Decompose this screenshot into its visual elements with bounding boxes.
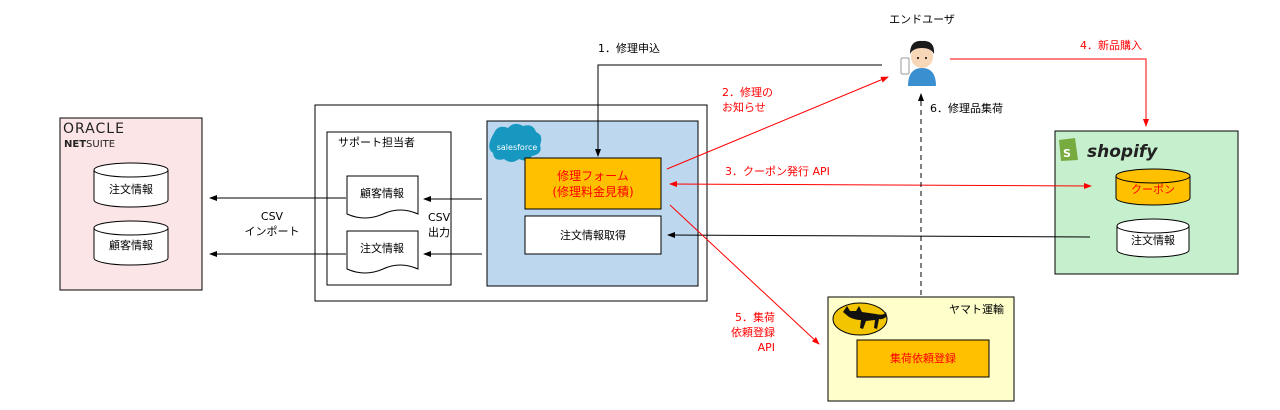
user-person-icon (900, 40, 936, 86)
arrow-step5-pickup-api (669, 204, 820, 345)
yamato-system: ヤマト運輸 集荷依頼登録 (827, 296, 1015, 402)
end-user-label: エンドユーザ (889, 13, 955, 26)
pickup-register-label: 集荷依頼登録 (890, 351, 956, 365)
support-staff-title: サポート担当者 (338, 135, 415, 149)
label-csv-import-line2: インポート (245, 225, 300, 238)
repair-form[interactable]: 修理フォーム (修理料金見積) (524, 157, 662, 210)
arrow-step2-repair-notice (666, 76, 889, 170)
repair-form-title: 修理フォーム (557, 168, 629, 183)
label-step4: 4．新品購入 (1080, 38, 1142, 52)
label-step2-line2: お知らせ (722, 100, 766, 114)
netsuite-system: ORACLE NETSUITE 注文情報 顧客情報 (59, 117, 203, 291)
oracle-logo: ORACLE (63, 121, 125, 137)
shopify-db-coupon: クーポン (1115, 168, 1191, 206)
support-staff: サポート担当者 顧客情報 注文情報 (326, 131, 452, 286)
label-step5-line2: 依頼登録 (731, 325, 775, 339)
netsuite-db-orders-label: 注文情報 (109, 182, 153, 196)
support-doc-customers: 顧客情報 (346, 175, 419, 219)
shopify-logo: S shopify (1059, 138, 1158, 162)
support-doc-orders: 注文情報 (346, 230, 419, 274)
label-csv-export-line2: 出力 (428, 225, 450, 239)
salesforce-system: salesforce 修理フォーム (修理料金見積) 注文情報取得 (486, 120, 699, 287)
arrow-step3-coupon-api (669, 181, 1092, 189)
label-step5-line1: 5．集荷 (735, 310, 775, 324)
arrow-step4-new-purchase (950, 58, 1149, 127)
pickup-register[interactable]: 集荷依頼登録 (856, 339, 990, 378)
yamato-title: ヤマト運輸 (949, 302, 1004, 316)
shopify-system: S shopify クーポン 注文情報 (1054, 130, 1239, 275)
shopify-db-orders-label: 注文情報 (1131, 233, 1175, 247)
svg-text:S: S (1063, 147, 1071, 160)
label-step3: 3．クーポン発行 API (725, 164, 830, 178)
shopify-db-coupon-label: クーポン (1131, 183, 1175, 196)
support-doc-orders-label: 注文情報 (360, 241, 404, 255)
end-user: エンドユーザ (889, 13, 955, 86)
salesforce-logo: salesforce (489, 123, 542, 162)
arrow-step1-repair-request (595, 64, 882, 157)
label-step5-line3: API (758, 341, 775, 354)
netsuite-db-customers-label: 顧客情報 (109, 238, 153, 252)
label-step2-line1: 2．修理の (722, 85, 773, 99)
arrow-shopify-orders-to-fetch (667, 232, 1091, 239)
support-doc-customers-label: 顧客情報 (360, 186, 404, 200)
label-step1: 1．修理申込 (598, 41, 660, 55)
shopify-db-orders: 注文情報 (1116, 218, 1190, 258)
order-fetch-label: 注文情報取得 (560, 228, 626, 242)
netsuite-logo: NETSUITE (64, 139, 115, 150)
label-csv-export-line1: CSV (428, 211, 451, 224)
svg-text:shopify: shopify (1087, 142, 1158, 162)
order-fetch[interactable]: 注文情報取得 (524, 215, 662, 255)
svg-text:salesforce: salesforce (497, 143, 538, 152)
yamato-cat-logo (832, 302, 888, 336)
repair-form-subtitle: (修理料金見積) (552, 184, 633, 199)
label-step6: 6．修理品集荷 (930, 101, 1003, 115)
label-csv-import-line1: CSV (261, 210, 284, 223)
netsuite-db-customers: 顧客情報 (93, 220, 169, 266)
netsuite-db-orders: 注文情報 (93, 162, 169, 208)
